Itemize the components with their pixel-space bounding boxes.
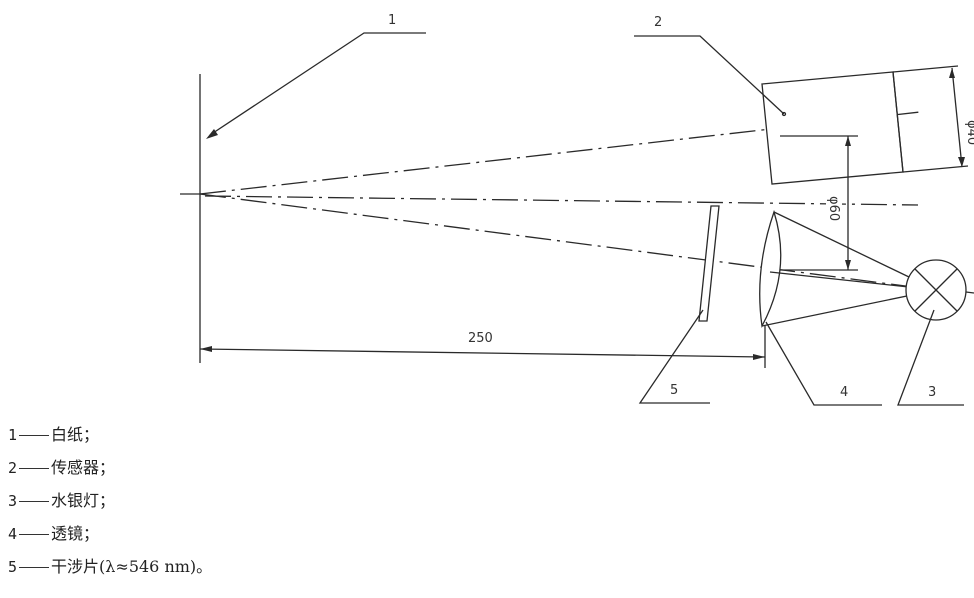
sensor-dim-arrow-top	[949, 68, 955, 78]
callout-leader-1	[209, 32, 426, 136]
callout-label-4: 4	[840, 385, 848, 400]
callout-dot-2	[781, 111, 787, 117]
legend-text: 传感器；	[51, 458, 116, 477]
legend-dash	[19, 468, 50, 469]
legend-item-sensor: 2 传感器；	[8, 451, 212, 484]
sensor-inner-divider	[892, 71, 904, 173]
lamp-axis-stub	[965, 291, 974, 294]
legend-number: 4	[8, 525, 18, 543]
optical-axis-dashed	[204, 195, 919, 206]
interference-filter	[698, 205, 720, 322]
legend-text: 干涉片(λ≈546 nm)。	[51, 557, 213, 576]
legend: 1 白纸； 2 传感器； 3 水银灯； 4 透镜； 5 干涉片(λ≈546 nm)。	[8, 418, 212, 583]
callout-leader-4	[765, 321, 882, 406]
distance-arrow-right	[753, 354, 765, 360]
lens	[759, 209, 782, 329]
sensor-dim-ext-top	[892, 65, 959, 73]
distance-label: 250	[468, 331, 493, 346]
callout-arrow-1	[206, 129, 218, 139]
legend-dash	[19, 501, 50, 502]
legend-item-filter: 5 干涉片(λ≈546 nm)。	[8, 550, 212, 583]
aperture-label: φ60	[826, 196, 841, 221]
callout-label-5: 5	[670, 383, 678, 398]
distance-arrow-left	[200, 346, 212, 352]
sensor-box	[761, 71, 904, 185]
upper-ray	[199, 111, 921, 195]
legend-dash	[19, 534, 50, 535]
legend-dash	[19, 435, 50, 436]
legend-number: 3	[8, 492, 18, 510]
legend-text: 水银灯；	[51, 491, 116, 510]
sensor-dim-line	[951, 67, 963, 168]
aperture-dim-arrow-bottom	[845, 260, 851, 270]
callout-label-1: 1	[388, 13, 396, 28]
sensor-dim-arrow-bottom	[958, 157, 965, 167]
lower-ray	[199, 193, 937, 291]
legend-item-lens: 4 透镜；	[8, 517, 212, 550]
callout-label-3: 3	[928, 385, 936, 400]
legend-number: 2	[8, 459, 18, 477]
legend-number: 1	[8, 426, 18, 444]
callout-leader-5	[638, 309, 710, 404]
legend-item-white-paper: 1 白纸；	[8, 418, 212, 451]
legend-number: 5	[8, 558, 18, 576]
distance-dim-line	[199, 348, 766, 358]
aperture-dim-arrow-top	[845, 136, 851, 146]
legend-text: 白纸；	[51, 425, 100, 444]
sensor-dim-ext-bottom	[902, 165, 969, 173]
legend-dash	[19, 567, 50, 568]
callout-leader-2	[634, 35, 785, 115]
callout-label-2: 2	[654, 15, 662, 30]
callout-leader-3	[897, 309, 964, 406]
sensor-diameter-label: φ40	[964, 120, 974, 145]
legend-text: 透镜；	[51, 524, 100, 543]
legend-item-mercury-lamp: 3 水银灯；	[8, 484, 212, 517]
lamp-cross-2	[914, 268, 958, 312]
